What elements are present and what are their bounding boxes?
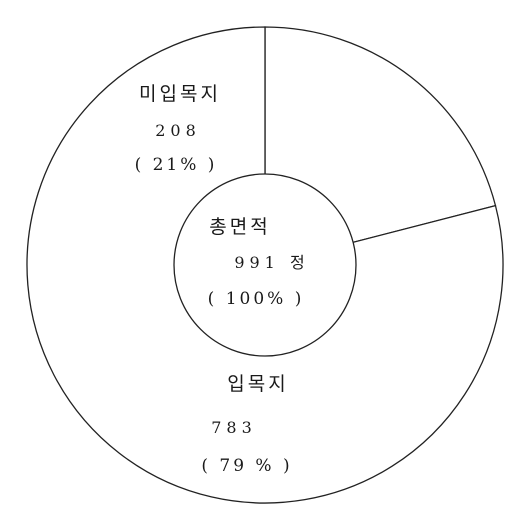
slice-name-forested: 입목지 [227, 373, 288, 395]
slice-label-unforested: 미입목지 208 ( 21% ) [135, 83, 221, 175]
center-circle [173, 173, 357, 357]
slice-label-forested: 입목지 783 ( 79 % ) [201, 373, 292, 476]
slice-percent-unforested: ( 21% ) [135, 155, 218, 175]
slice-name-unforested: 미입목지 [139, 83, 221, 105]
center-value: 991 정 [234, 253, 309, 272]
slice-value-forested: 783 [211, 418, 257, 437]
slice-percent-forested: ( 79 % ) [201, 456, 292, 476]
center-percent: ( 100% ) [208, 289, 305, 309]
center-title: 총면적 [209, 216, 270, 238]
slice-value-unforested: 208 [155, 121, 201, 140]
center-label: 총면적 991 정 ( 100% ) [208, 216, 309, 309]
